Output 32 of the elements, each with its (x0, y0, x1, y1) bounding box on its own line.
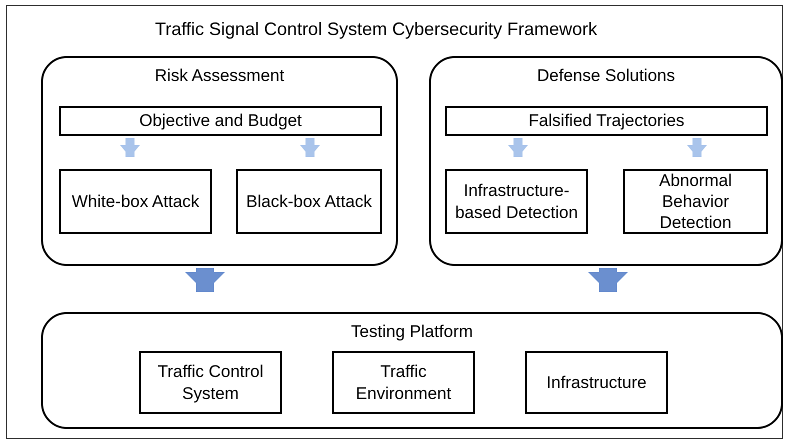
group-panel (41, 312, 783, 429)
node-label: Traffic Signal Control System Cybersecurity Framework (155, 18, 598, 41)
component-box (59, 169, 212, 234)
component-box (525, 351, 668, 414)
node-label: Traffic Control System (156, 361, 264, 404)
component-box (139, 351, 282, 414)
header-bar (445, 106, 768, 136)
node-label: Objective and Budget (139, 110, 302, 132)
component-box (332, 351, 475, 414)
node-label: Defense Solutions (536, 65, 676, 87)
group-panel (41, 56, 398, 266)
arrow (687, 138, 707, 157)
arrow (588, 268, 628, 292)
node-label: Black-box Attack (245, 190, 373, 212)
component-box (445, 169, 588, 234)
arrow (300, 138, 320, 157)
framework-frame (6, 5, 783, 439)
node-label: Risk Assessment (154, 65, 286, 87)
arrow (185, 268, 225, 292)
arrow (508, 138, 528, 157)
component-box (623, 169, 768, 234)
header-bar (59, 106, 382, 136)
node-label: Infrastructure-based Detection (454, 180, 579, 223)
node-label: Testing Platform (350, 321, 474, 343)
node-label: Falsified Trajectories (528, 110, 684, 132)
node-label: Infrastructure (545, 372, 648, 394)
node-label: White-box Attack (70, 190, 200, 212)
group-panel (429, 56, 783, 266)
arrow (120, 138, 140, 157)
component-box (236, 169, 382, 234)
node-label: Abnormal Behavior Detection (658, 170, 733, 234)
node-label: Traffic Environment (354, 361, 452, 404)
